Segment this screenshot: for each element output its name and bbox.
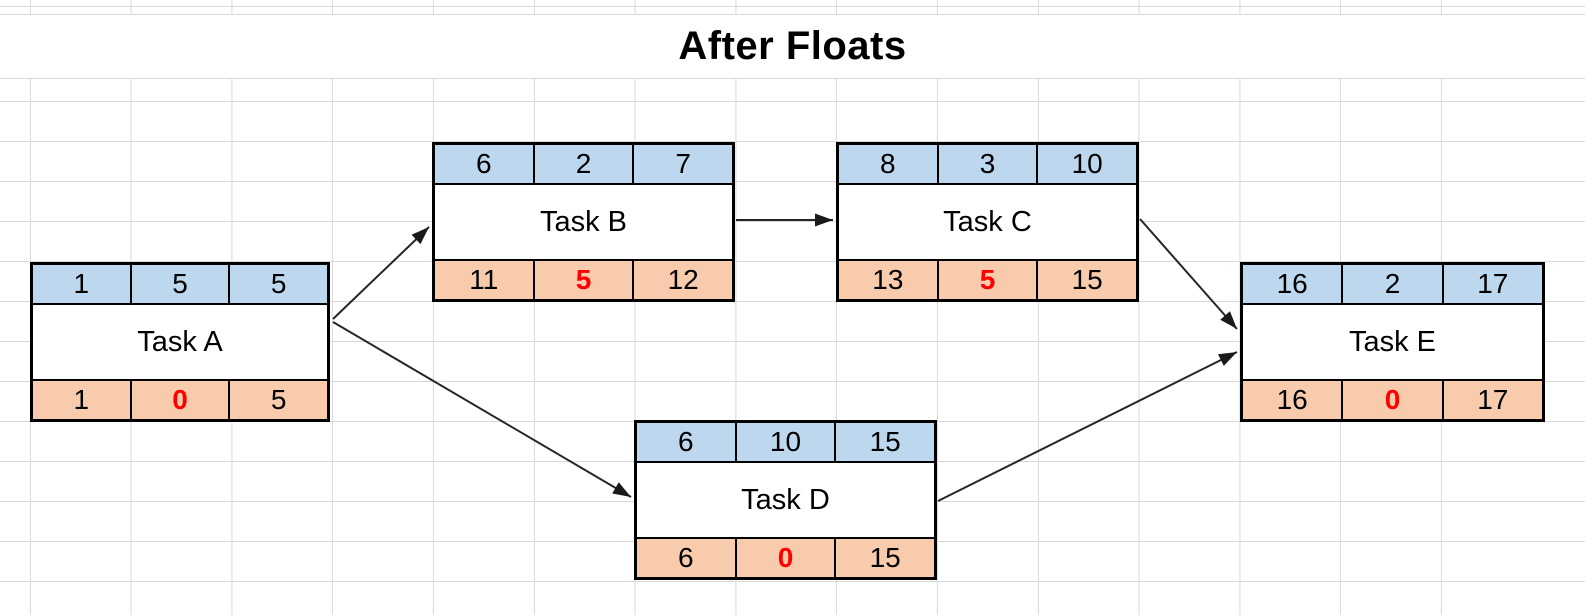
early-start-cell: 8 [839, 145, 939, 183]
late-finish-cell: 15 [1071, 264, 1103, 295]
early-start-cell: 16 [1243, 265, 1344, 303]
arrow-task-a-to-task-b[interactable] [332, 226, 430, 320]
task-name-label: Task D [741, 483, 830, 516]
late-start-cell: 16 [1243, 381, 1344, 419]
early-finish-cell: 10 [1071, 148, 1103, 179]
task-name-row: Task E [1243, 305, 1542, 379]
float-cell: 0 [1343, 381, 1444, 419]
late-finish-cell: 5 [270, 384, 287, 415]
task-name-row: Task B [435, 185, 732, 259]
page-title: After Floats [678, 24, 907, 68]
late-start-cell: 11 [435, 261, 535, 299]
task-name-label: Task E [1348, 325, 1437, 358]
early-start-cell: 6 [637, 423, 737, 461]
late-start-cell: 6 [637, 539, 737, 577]
duration-cell: 5 [132, 265, 231, 303]
early-finish-cell: 17 [1477, 268, 1509, 299]
early-finish-cell: 7 [675, 148, 691, 179]
task-name-row: Task D [637, 463, 934, 537]
arrow-task-c-to-task-e[interactable] [1139, 218, 1238, 330]
arrow-task-a-to-task-d[interactable] [332, 321, 632, 498]
title-band: After Floats [0, 14, 1585, 79]
float-cell: 5 [535, 261, 635, 299]
float-cell: 0 [737, 539, 837, 577]
early-start-cell: 1 [33, 265, 132, 303]
late-start-cell: 13 [839, 261, 939, 299]
duration-cell: 2 [1343, 265, 1444, 303]
float-cell: 0 [132, 381, 231, 419]
duration-cell: 3 [939, 145, 1039, 183]
task-name-label: Task B [539, 205, 628, 238]
late-finish-cell: 17 [1477, 384, 1509, 415]
early-finish-cell: 5 [270, 268, 287, 299]
early-start-cell: 6 [435, 145, 535, 183]
task-name-row: Task C [839, 185, 1136, 259]
late-finish-cell: 15 [869, 542, 901, 573]
task-name-label: Task A [137, 325, 223, 358]
arrow-task-d-to-task-e[interactable] [937, 351, 1238, 502]
late-start-cell: 1 [33, 381, 132, 419]
duration-cell: 2 [535, 145, 635, 183]
task-name-row: Task A [33, 305, 327, 379]
late-finish-cell: 12 [667, 264, 699, 295]
task-name-label: Task C [943, 205, 1032, 238]
early-finish-cell: 15 [869, 426, 901, 457]
duration-cell: 10 [737, 423, 837, 461]
float-cell: 5 [939, 261, 1039, 299]
